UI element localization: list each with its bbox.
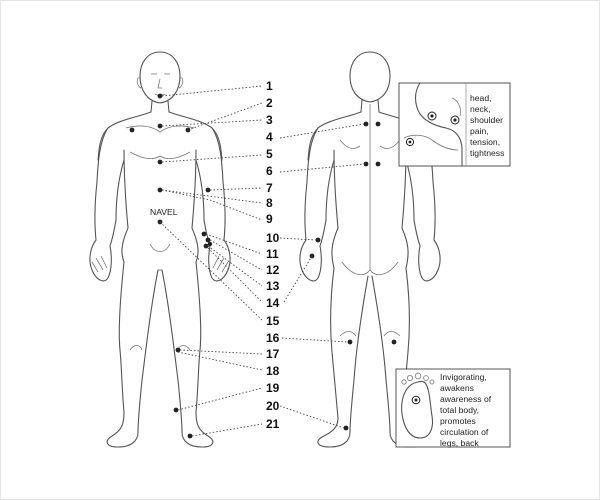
- point-marker-4b: [375, 121, 381, 127]
- point-label-9: 9: [266, 212, 273, 226]
- point-label-15: 15: [266, 314, 280, 328]
- point-marker-6b: [375, 161, 381, 167]
- point-marker-17: [175, 347, 181, 353]
- head-callout-box: [398, 82, 511, 167]
- point-marker-11: [205, 237, 211, 243]
- front-figure: [89, 51, 231, 448]
- point-marker-3: [157, 123, 163, 129]
- point-marker-5: [157, 159, 163, 165]
- point-label-14: 14: [266, 296, 280, 310]
- foot-callout-box: [395, 368, 511, 448]
- point-label-6: 6: [266, 164, 273, 178]
- point-marker-12: [203, 243, 209, 249]
- point-label-1: 1: [266, 79, 273, 93]
- front-points: [129, 93, 213, 439]
- point-label-10: 10: [266, 231, 280, 245]
- point-label-12: 12: [266, 263, 280, 277]
- point-marker-19: [173, 407, 179, 413]
- point-label-19: 19: [266, 381, 280, 395]
- point-label-4: 4: [266, 130, 273, 144]
- inset-point-shoulder-ring: [405, 137, 415, 147]
- point-label-3: 3: [266, 113, 273, 127]
- point-marker-10-back: [315, 237, 321, 243]
- point-label-7: 7: [266, 181, 273, 195]
- point-marker-20: [343, 425, 349, 431]
- point-label-16: 16: [266, 331, 280, 345]
- point-marker-16b: [391, 339, 397, 345]
- point-marker-2a: [129, 127, 135, 133]
- inset-point-head-ring: [427, 111, 437, 121]
- foot-point-ring: [411, 395, 421, 405]
- point-marker-8: [157, 187, 163, 193]
- head-callout: head, neck, shoulder pain, tension, tigh…: [398, 82, 511, 167]
- point-marker-21: [187, 433, 193, 439]
- point-label-21: 21: [266, 417, 280, 431]
- point-label-18: 18: [266, 364, 280, 378]
- point-label-17: 17: [266, 347, 280, 361]
- foot-callout: Invigorating, awakens awareness of total…: [395, 368, 511, 448]
- point-marker-6a: [363, 161, 369, 167]
- foot-callout-text: Invigorating, awakens awareness of total…: [440, 372, 494, 448]
- inset-point-neck-ring: [450, 115, 460, 125]
- leader-lines: [159, 85, 365, 437]
- point-marker-4a: [363, 121, 369, 127]
- point-label-5: 5: [266, 147, 273, 161]
- point-marker-13: [207, 241, 213, 247]
- head-callout-text: head, neck, shoulder pain, tension, tigh…: [470, 93, 505, 158]
- point-label-20: 20: [266, 399, 280, 413]
- point-label-11: 11: [266, 247, 279, 261]
- point-labels: 1 2 3 4 5 6 7 8 9 10 11 12 13 14 15 16 1…: [266, 79, 280, 431]
- point-marker-16a: [347, 339, 353, 345]
- point-marker-10: [201, 231, 207, 237]
- point-marker-1: [157, 93, 163, 99]
- point-marker-7: [205, 187, 211, 193]
- navel-label: NAVEL: [150, 207, 178, 217]
- point-label-2: 2: [266, 96, 273, 110]
- back-points: [309, 121, 397, 431]
- point-label-13: 13: [266, 279, 280, 293]
- point-label-8: 8: [266, 196, 273, 210]
